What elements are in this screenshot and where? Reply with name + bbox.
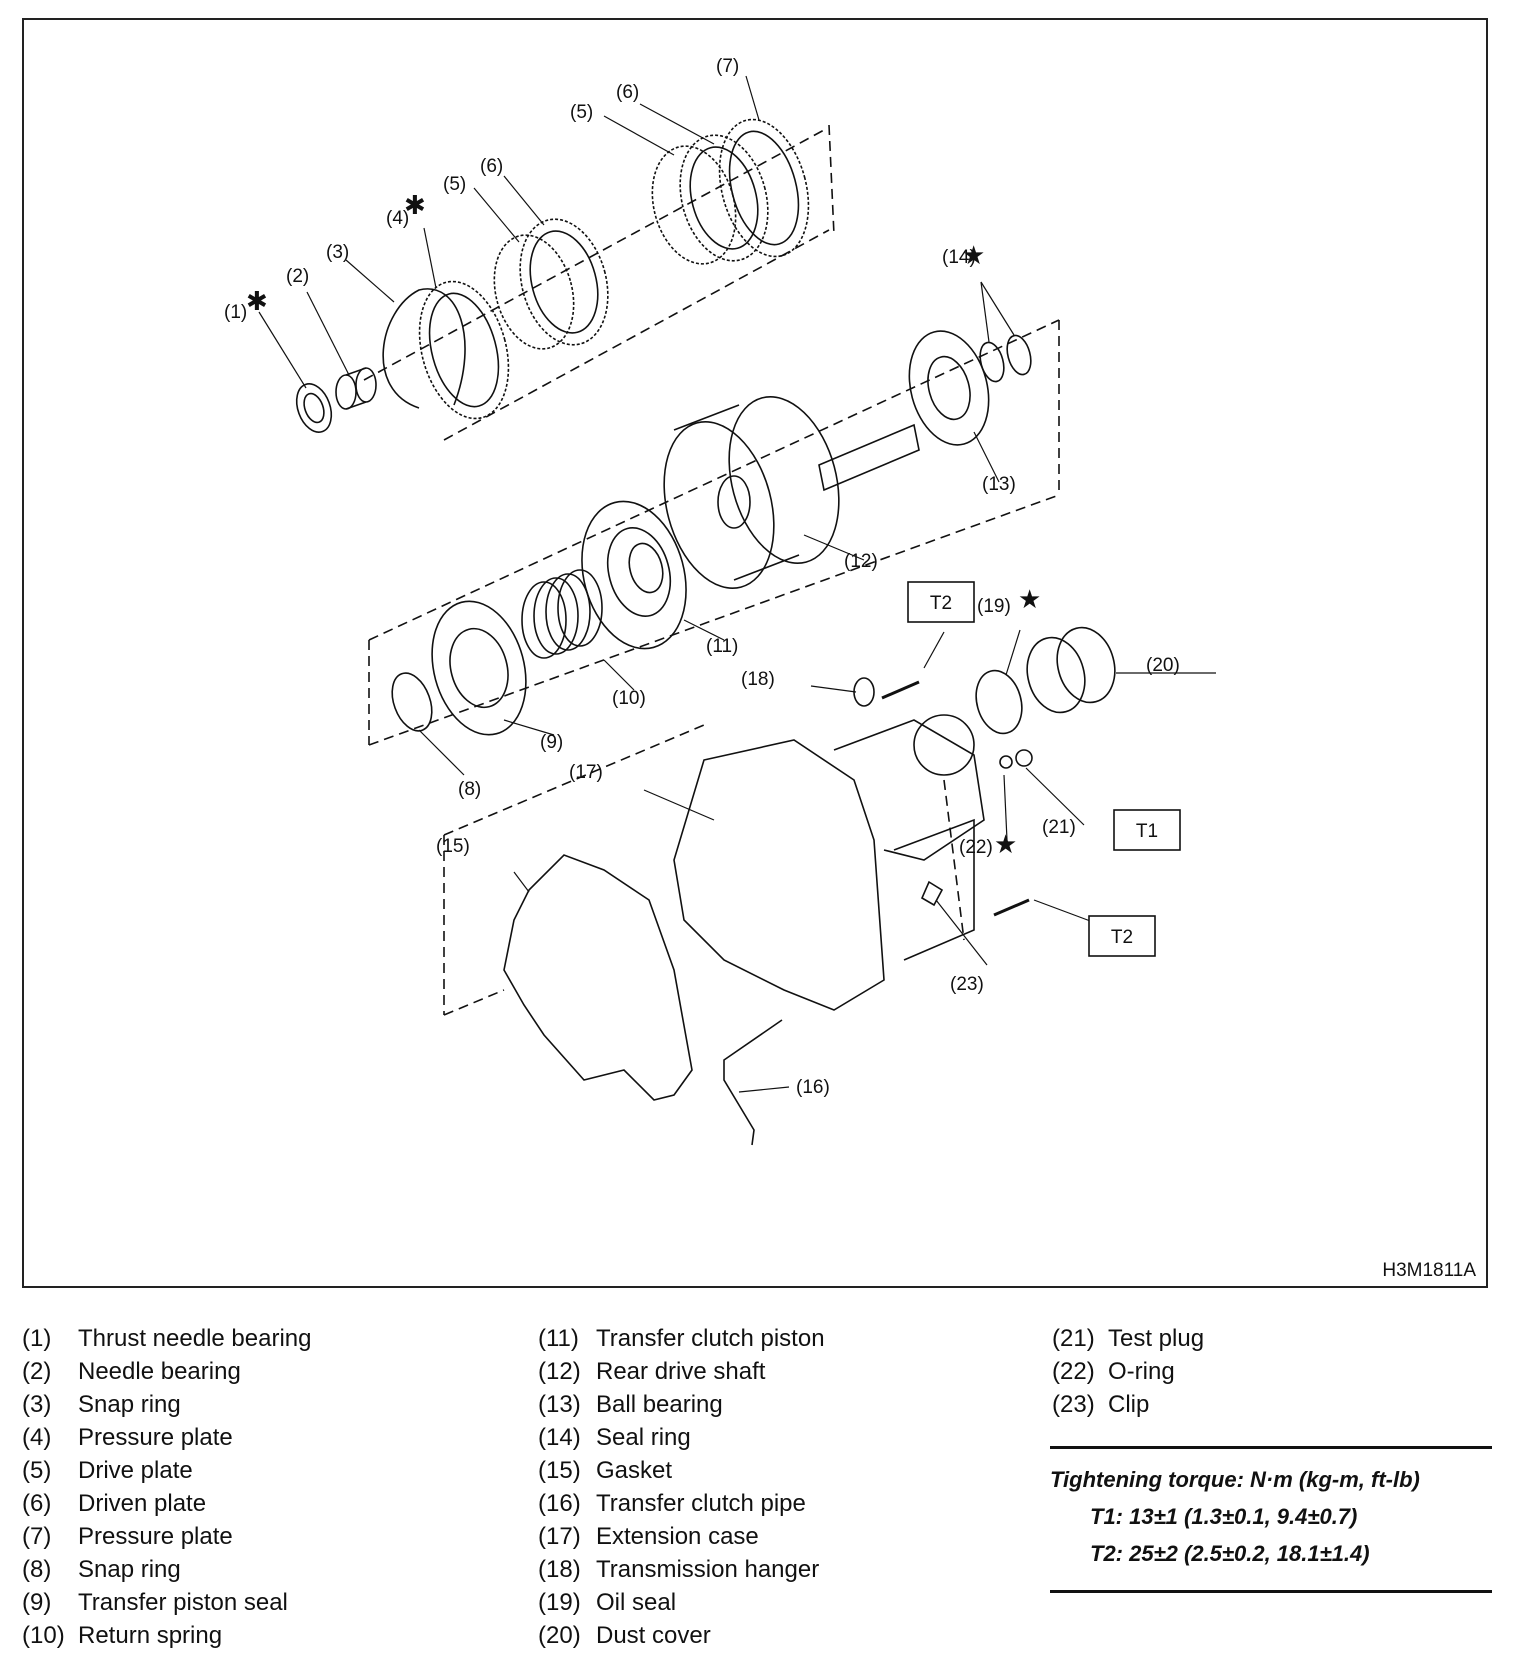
oil-seal-part: [975, 669, 1023, 735]
callout-labels: (1) (2) (3) (4) (5) (6) (5) (6) (7) (8) …: [224, 56, 1180, 1098]
lower-bolt-part: [993, 898, 1030, 917]
legend-item: (10)Return spring: [22, 1622, 223, 1649]
figure-code: H3M1811A: [1382, 1260, 1476, 1281]
callout-5b: (5): [570, 102, 593, 123]
callout-11: (11): [706, 636, 738, 657]
legend-item: (1)Thrust needle bearing: [22, 1325, 312, 1352]
pressure-plate-part: [418, 280, 510, 420]
svg-text:T2: T2: [930, 593, 952, 614]
callout-22: (22): [959, 837, 993, 858]
torque-spec-title: Tightening torque: N·m (kg-m, ft-lb): [1050, 1467, 1420, 1492]
star-mark-19: ★: [1018, 584, 1041, 614]
legend-item: (15)Gasket: [538, 1457, 673, 1484]
thrust-needle-bearing-part: [295, 383, 333, 433]
legend-item: (19)Oil seal: [538, 1589, 677, 1616]
callout-20: (20): [1146, 655, 1180, 676]
transfer-clutch-piston-part: [581, 500, 687, 650]
legend-item: (12)Rear drive shaft: [538, 1358, 766, 1385]
callout-17: (17): [569, 762, 603, 783]
callout-2: (2): [286, 266, 309, 287]
legend-column-2: (11)Transfer clutch piston (12)Rear driv…: [538, 1322, 825, 1652]
case-envelope: [443, 724, 965, 1016]
marks: ✱ ✱ ★ ★ ★: [246, 190, 1041, 859]
callout-18: (18): [741, 669, 775, 690]
seal-rings-part: [979, 334, 1032, 383]
legend-item: (8)Snap ring: [22, 1556, 181, 1583]
legend-item: (22)O-ring: [1052, 1358, 1175, 1385]
extension-case-part: [673, 714, 985, 1011]
callout-1: (1): [224, 302, 247, 323]
callout-6b: (6): [616, 82, 639, 103]
transmission-hanger-part: [853, 677, 920, 707]
callout-10: (10): [612, 688, 646, 709]
legend-item: (7)Pressure plate: [22, 1523, 233, 1550]
rear-drive-shaft-part: [663, 396, 920, 589]
star-mark-22: ★: [994, 829, 1017, 859]
callout-19: (19): [977, 596, 1011, 617]
legend-item: (23)Clip: [1052, 1391, 1150, 1418]
callout-16: (16): [796, 1077, 830, 1098]
diagram-frame: T2 T1 T2 (1) (2) (3) (4) (5) (6) (5) (6)…: [22, 18, 1488, 1288]
legend-item: (14)Seal ring: [538, 1424, 691, 1451]
dust-cover-part: [1026, 626, 1116, 714]
needle-bearing-part: [335, 367, 377, 410]
legend-column-3: (21)Test plug (22)O-ring (23)Clip: [1052, 1322, 1204, 1421]
lower-snap-ring-part: [391, 672, 433, 732]
clip-part: [920, 880, 944, 907]
callout-15: (15): [436, 836, 470, 857]
callout-8: (8): [458, 779, 481, 800]
asterisk-mark-4: ✱: [404, 190, 426, 220]
legend-item: (16)Transfer clutch pipe: [538, 1490, 806, 1517]
legend-item: (13)Ball bearing: [538, 1391, 723, 1418]
callout-6a: (6): [480, 156, 503, 177]
shaft-assembly-envelope: [368, 319, 1060, 746]
callout-7: (7): [716, 56, 739, 77]
torque-spec-t2: T2: 25±2 (2.5±0.2, 18.1±1.4): [1090, 1541, 1370, 1566]
callout-3: (3): [326, 242, 349, 263]
o-ring-part: [999, 755, 1013, 769]
callout-13: (13): [982, 474, 1016, 495]
rear-pressure-plate-part: [718, 118, 810, 258]
svg-text:T1: T1: [1136, 821, 1158, 842]
leader-lines: [258, 75, 1216, 1093]
legend-column-1: (1)Thrust needle bearing (2)Needle beari…: [22, 1322, 311, 1652]
legend-item: (5)Drive plate: [22, 1457, 193, 1484]
star-mark-14: ★: [962, 240, 985, 270]
snap-ring-part: [382, 288, 466, 409]
legend-item: (17)Extension case: [538, 1523, 759, 1550]
legend-item: (6)Driven plate: [22, 1490, 207, 1517]
exploded-view-diagram: T2 T1 T2 (1) (2) (3) (4) (5) (6) (5) (6)…: [224, 56, 1476, 1281]
legend-item: (9)Transfer piston seal: [22, 1589, 288, 1616]
asterisk-mark-1: ✱: [246, 286, 268, 316]
svg-text:T2: T2: [1111, 927, 1133, 948]
legend-item: (20)Dust cover: [538, 1622, 711, 1649]
callout-21: (21): [1042, 817, 1076, 838]
callout-5a: (5): [443, 174, 466, 195]
callout-4: (4): [386, 208, 409, 229]
gasket-part: [503, 854, 693, 1101]
torque-box-t2-lower: T2: [1088, 915, 1156, 957]
callout-12: (12): [844, 551, 878, 572]
legend-item: (3)Snap ring: [22, 1391, 181, 1418]
transfer-clutch-pipe-part: [723, 1019, 783, 1146]
legend-item: (4)Pressure plate: [22, 1424, 233, 1451]
legend-item: (18)Transmission hanger: [538, 1556, 820, 1583]
torque-spec-box: Tightening torque: N·m (kg-m, ft-lb) T1:…: [1050, 1446, 1492, 1593]
legend-item: (21)Test plug: [1052, 1325, 1205, 1352]
torque-box-t2-upper: T2: [907, 581, 975, 623]
callout-14: (14): [942, 247, 976, 268]
legend-item: (11)Transfer clutch piston: [538, 1325, 825, 1352]
callout-23: (23): [950, 974, 984, 995]
transfer-piston-seal-part: [431, 600, 527, 736]
ball-bearing-part: [908, 330, 990, 446]
test-plug-part: [1015, 749, 1033, 767]
callout-9: (9): [540, 732, 563, 753]
return-spring-part: [521, 569, 603, 659]
torque-spec-t1: T1: 13±1 (1.3±0.1, 9.4±0.7): [1090, 1504, 1358, 1529]
torque-box-t1: T1: [1113, 809, 1181, 851]
legend-item: (2)Needle bearing: [22, 1358, 241, 1385]
plate-pair-1: [493, 218, 609, 350]
